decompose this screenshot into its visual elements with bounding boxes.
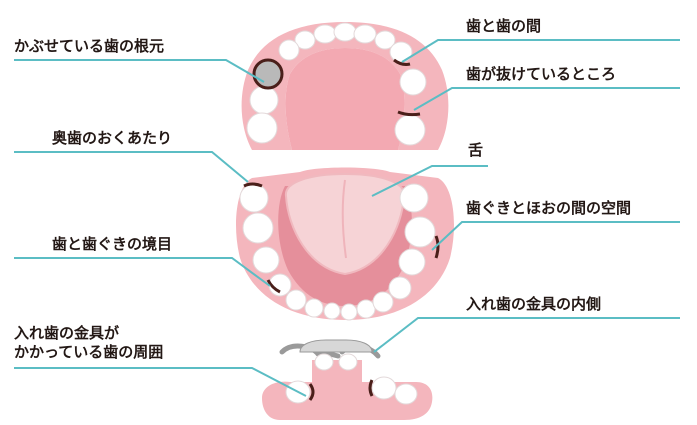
upper-teeth xyxy=(246,22,427,146)
upper-tooth xyxy=(249,85,279,115)
abutment-stain xyxy=(308,383,315,401)
upper-tooth xyxy=(246,112,278,144)
lower-arch xyxy=(236,167,454,321)
label-denture-inside: 入れ歯の金具の内側 xyxy=(466,295,602,313)
lower-tooth xyxy=(356,299,376,319)
leader-tongue xyxy=(371,165,488,197)
lower-tooth xyxy=(323,302,341,320)
label-gum-cheek-gap: 歯ぐきとほおの間の空間 xyxy=(466,199,632,217)
jaw-section xyxy=(262,376,433,420)
lower-teeth xyxy=(239,183,436,321)
label-between-teeth: 歯と歯の間 xyxy=(466,17,542,35)
label-missing-teeth: 歯が抜けているところ xyxy=(466,65,617,83)
leader-between-teeth xyxy=(401,39,680,63)
lower-tooth xyxy=(388,276,412,300)
abutment-tooth xyxy=(371,376,397,400)
missing-tooth-stain xyxy=(397,110,421,117)
tongue-center-line xyxy=(341,179,347,259)
upper-tooth xyxy=(353,24,377,44)
gumline-stain xyxy=(266,279,281,294)
upper-tooth xyxy=(389,41,413,63)
leader-back-teeth xyxy=(14,151,249,183)
label-denture-around-line2: かかっている歯の周囲 xyxy=(14,343,164,361)
lower-tooth xyxy=(372,291,394,313)
lower-tooth xyxy=(239,183,269,213)
leader-missing-teeth xyxy=(413,87,680,111)
abutment-stain xyxy=(368,379,374,397)
label-back-teeth: 奥歯のおくあたり xyxy=(52,129,173,147)
leader-denture-inside xyxy=(373,317,680,353)
lower-tooth xyxy=(242,212,274,244)
leader-cavity-root xyxy=(14,59,265,83)
partial-denture xyxy=(279,339,381,389)
lower-tooth xyxy=(304,298,324,318)
denture-tooth xyxy=(338,353,358,371)
upper-tooth xyxy=(313,24,337,44)
abutment-tooth xyxy=(394,383,418,405)
leader-cheek-gap xyxy=(431,221,680,251)
upper-tooth xyxy=(394,114,426,146)
upper-arch xyxy=(241,22,449,150)
label-gumline: 歯と歯ぐきの境目 xyxy=(52,235,173,253)
leader-lines xyxy=(14,39,680,397)
lower-tooth xyxy=(285,289,307,311)
label-cavity-root: かぶせている歯の根元 xyxy=(14,37,165,55)
upper-tooth xyxy=(399,68,427,96)
denture-tooth xyxy=(314,353,334,371)
leader-gumline xyxy=(14,257,271,287)
cheek-gap-stain xyxy=(434,235,440,259)
tooth-gap-stain xyxy=(393,58,411,66)
lower-tooth xyxy=(252,246,280,274)
upper-tooth xyxy=(333,22,357,42)
lower-tooth xyxy=(340,303,358,321)
upper-tooth xyxy=(294,30,316,50)
denture-frame xyxy=(299,339,373,353)
label-tongue: 舌 xyxy=(468,141,484,159)
crowned-tooth xyxy=(252,58,284,90)
lower-tooth xyxy=(404,216,436,248)
label-denture-around-line1: 入れ歯の金具が xyxy=(14,324,120,342)
lower-tooth xyxy=(398,248,426,276)
upper-tooth xyxy=(374,30,396,50)
upper-palate xyxy=(285,48,405,150)
lower-tooth xyxy=(399,183,429,213)
leader-denture-around xyxy=(14,367,307,397)
upper-tooth xyxy=(278,39,300,61)
back-tooth-stain xyxy=(243,182,263,188)
